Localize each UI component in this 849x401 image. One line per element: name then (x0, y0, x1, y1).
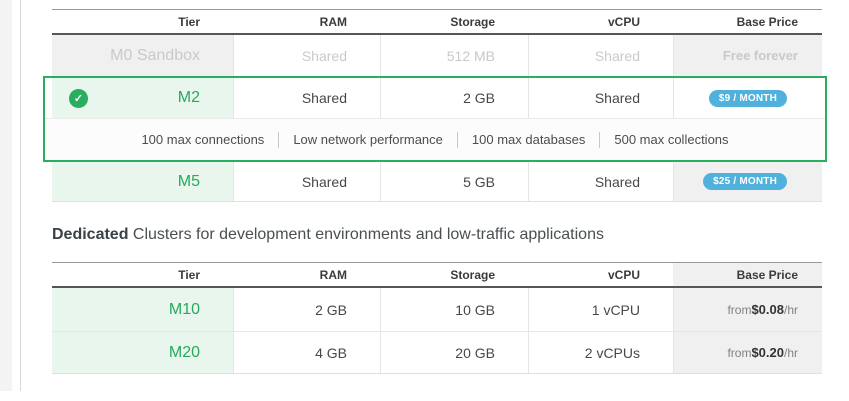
tier-cell: ✓ M2 (52, 78, 233, 118)
storage-cell: 10 GB (380, 288, 528, 331)
column-header-vcpu: vCPU (607, 267, 640, 282)
shared-table-header-row: Tier RAM Storage vCPU Base Price (52, 9, 822, 35)
tier-detail-item: 100 max databases (471, 132, 586, 147)
ram-cell: 2 GB (233, 288, 380, 331)
tier-row-m0-sandbox[interactable]: M0 Sandbox Shared 512 MB Shared Free for… (52, 35, 822, 76)
price-cell: from $0.08 /hr (673, 288, 822, 331)
tier-cell: M5 (52, 162, 233, 201)
storage-cell: 20 GB (380, 332, 528, 373)
price-cell: Free forever (673, 35, 822, 76)
price-cell: $9 / MONTH (673, 78, 822, 118)
vcpu-cell: 1 vCPU (528, 288, 673, 331)
column-header-ram: RAM (319, 14, 347, 29)
tier-cell: M10 (52, 288, 233, 331)
ram-cell: 4 GB (233, 332, 380, 373)
tier-row-m10[interactable]: M10 2 GB 10 GB 1 vCPU from $0.08 /hr (52, 288, 822, 331)
ram-cell: Shared (233, 78, 380, 118)
dedicated-tiers-table: Tier RAM Storage vCPU Base Price M10 2 G… (52, 262, 822, 374)
column-header-tier: Tier (178, 267, 200, 282)
tier-row-m5[interactable]: M5 Shared 5 GB Shared $25 / MONTH (52, 162, 822, 202)
panel-divider (20, 0, 21, 391)
ram-cell: Shared (233, 162, 380, 201)
tier-label: M2 (177, 89, 200, 106)
selected-tier-outline: ✓ M2 Shared 2 GB Shared $9 / MONTH 100 m… (43, 76, 827, 162)
tier-detail-item: 100 max connections (141, 132, 265, 147)
column-header-tier: Tier (178, 14, 200, 29)
tier-cell: M0 Sandbox (52, 35, 233, 76)
tier-details-row: 100 max connections Low network performa… (45, 118, 825, 160)
price-value: $0.08 (751, 302, 784, 317)
detail-separator (278, 131, 280, 148)
detail-separator (599, 131, 601, 148)
tier-detail-item: Low network performance (293, 132, 443, 147)
vcpu-cell: 2 vCPUs (528, 332, 673, 373)
tier-cell: M20 (52, 332, 233, 373)
detail-separator (456, 131, 458, 148)
column-header-vcpu: vCPU (607, 14, 640, 29)
storage-cell: 512 MB (380, 35, 528, 76)
column-header-storage: Storage (450, 14, 495, 29)
column-header-storage: Storage (450, 267, 495, 282)
vcpu-cell: Shared (528, 35, 673, 76)
left-scrollbar[interactable] (0, 0, 12, 391)
price-prefix: from (727, 302, 752, 317)
price-value: $0.20 (751, 345, 784, 360)
tier-row-m20[interactable]: M20 4 GB 20 GB 2 vCPUs from $0.20 /hr (52, 331, 822, 374)
price-suffix: /hr (783, 345, 798, 360)
column-header-base-price: Base Price (736, 14, 798, 29)
price-cell: from $0.20 /hr (673, 332, 822, 373)
price-prefix: from (727, 345, 752, 360)
price-suffix: /hr (783, 302, 798, 317)
vcpu-cell: Shared (528, 162, 673, 201)
ram-cell: Shared (233, 35, 380, 76)
dedicated-section-heading: Dedicated Clusters for development envir… (52, 225, 822, 244)
heading-bold: Dedicated (52, 226, 129, 243)
price-badge: $9 / MONTH (708, 89, 787, 107)
price-badge: $25 / MONTH (703, 173, 787, 190)
column-header-base-price: Base Price (673, 263, 822, 286)
storage-cell: 2 GB (380, 78, 528, 118)
column-header-ram: RAM (319, 267, 347, 282)
storage-cell: 5 GB (380, 162, 528, 201)
price-cell: $25 / MONTH (673, 162, 822, 201)
heading-rest: Clusters for development environments an… (128, 226, 604, 243)
vcpu-cell: Shared (528, 78, 673, 118)
tier-selection-content: Tier RAM Storage vCPU Base Price M0 Sand… (43, 9, 827, 374)
tier-row-m2[interactable]: ✓ M2 Shared 2 GB Shared $9 / MONTH (45, 78, 825, 118)
dedicated-table-header-row: Tier RAM Storage vCPU Base Price (52, 262, 822, 288)
check-icon: ✓ (69, 88, 88, 108)
tier-detail-item: 500 max collections (614, 132, 729, 147)
shared-tiers-table: Tier RAM Storage vCPU Base Price M0 Sand… (43, 9, 827, 202)
